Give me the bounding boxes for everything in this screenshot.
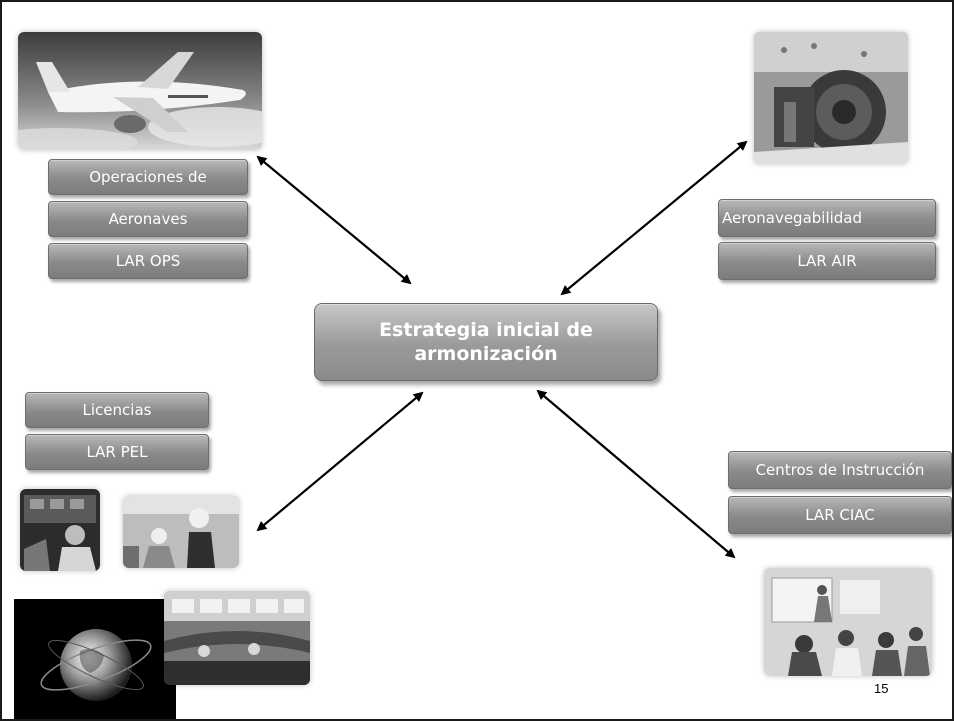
center-strategy-box: Estrategia inicial de armonización — [314, 303, 658, 381]
cockpit-photo — [20, 489, 100, 571]
operaciones-line1-box: Operaciones de — [48, 159, 248, 195]
control-room-photo — [164, 591, 310, 685]
operaciones-line1: Operaciones de — [89, 168, 207, 186]
licencias-label: Licencias — [82, 401, 152, 419]
engine-photo — [754, 32, 908, 164]
globe-photo — [14, 599, 176, 719]
arrow-centros — [536, 389, 736, 559]
arrow-operaciones — [256, 155, 412, 285]
page-number: 15 — [874, 681, 889, 696]
centros-label: Centros de Instrucción — [755, 461, 925, 479]
cabin-crew-photo — [123, 496, 239, 568]
center-line1: Estrategia inicial de — [379, 319, 593, 341]
classroom-photo — [764, 568, 932, 676]
operaciones-line2-box: Aeronaves — [48, 201, 248, 237]
aeronavegabilidad-label: Aeronavegabilidad — [722, 209, 863, 227]
lar-pel-label: LAR PEL — [86, 443, 148, 461]
lar-air-box: LAR AIR — [718, 242, 936, 280]
airplane-photo — [18, 32, 262, 150]
arrow-licencias — [256, 391, 424, 532]
aeronavegabilidad-box: Aeronavegabilidad — [718, 199, 936, 237]
operaciones-line2: Aeronaves — [108, 210, 188, 228]
lar-ops-label: LAR OPS — [115, 252, 181, 270]
centros-box: Centros de Instrucción — [728, 451, 952, 489]
licencias-box: Licencias — [25, 392, 209, 428]
lar-ops-box: LAR OPS — [48, 243, 248, 279]
lar-pel-box: LAR PEL — [25, 434, 209, 470]
lar-ciac-label: LAR CIAC — [805, 506, 875, 524]
arrow-aeronavegabilidad — [560, 140, 748, 296]
lar-air-label: LAR AIR — [797, 252, 857, 270]
center-line2: armonización — [414, 343, 558, 365]
lar-ciac-box: LAR CIAC — [728, 496, 952, 534]
